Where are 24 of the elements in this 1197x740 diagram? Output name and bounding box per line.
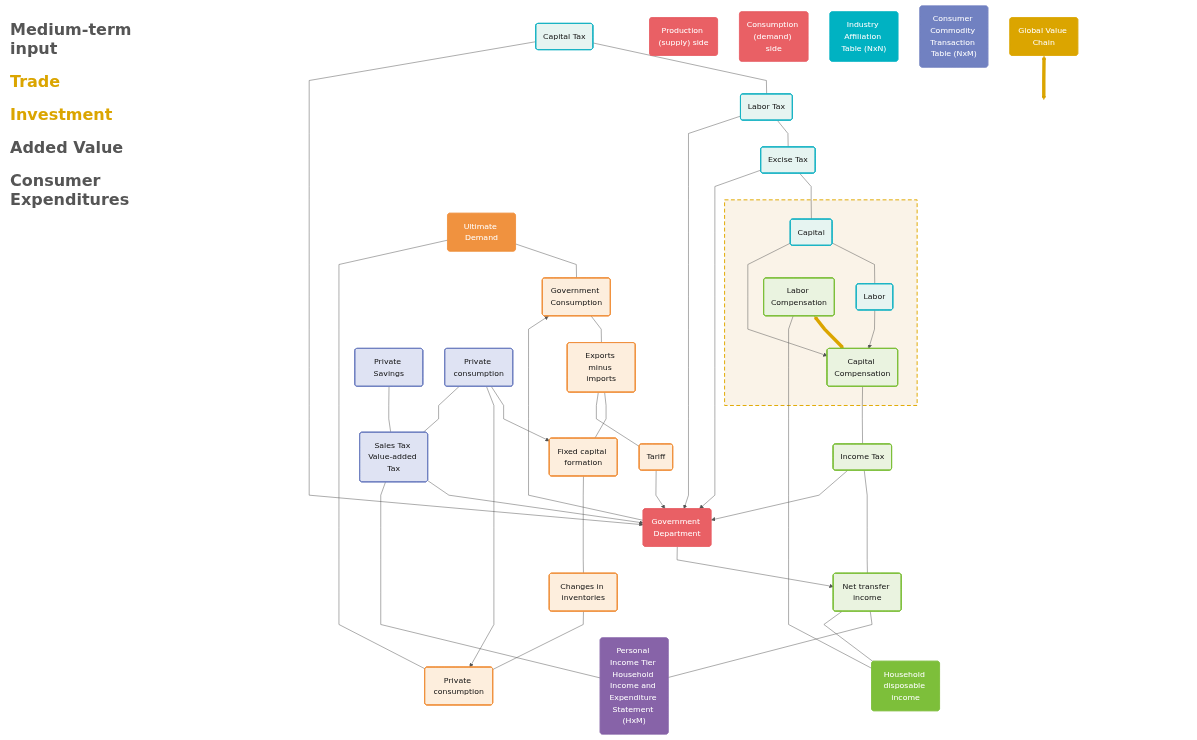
connector xyxy=(592,42,767,95)
section-label: Medium-term input xyxy=(10,20,133,58)
connector xyxy=(583,475,584,574)
section-label: Consumer Expenditures xyxy=(10,171,131,209)
section-label: Trade xyxy=(10,72,62,91)
connector xyxy=(862,386,863,445)
connector xyxy=(777,120,789,148)
connector xyxy=(864,470,868,574)
arrow xyxy=(814,316,844,349)
connector xyxy=(832,242,875,285)
connector xyxy=(788,315,872,669)
connector xyxy=(668,611,873,678)
connector xyxy=(596,392,640,447)
cluster xyxy=(724,199,918,406)
connector xyxy=(338,239,448,670)
section-label: Investment xyxy=(10,105,114,124)
connector xyxy=(515,243,577,279)
section-label: Added Value xyxy=(10,138,125,157)
arrow xyxy=(1041,55,1047,100)
connector xyxy=(422,386,460,433)
connector xyxy=(380,481,601,679)
connector xyxy=(594,392,607,439)
connector xyxy=(492,611,584,670)
connector xyxy=(823,611,874,662)
